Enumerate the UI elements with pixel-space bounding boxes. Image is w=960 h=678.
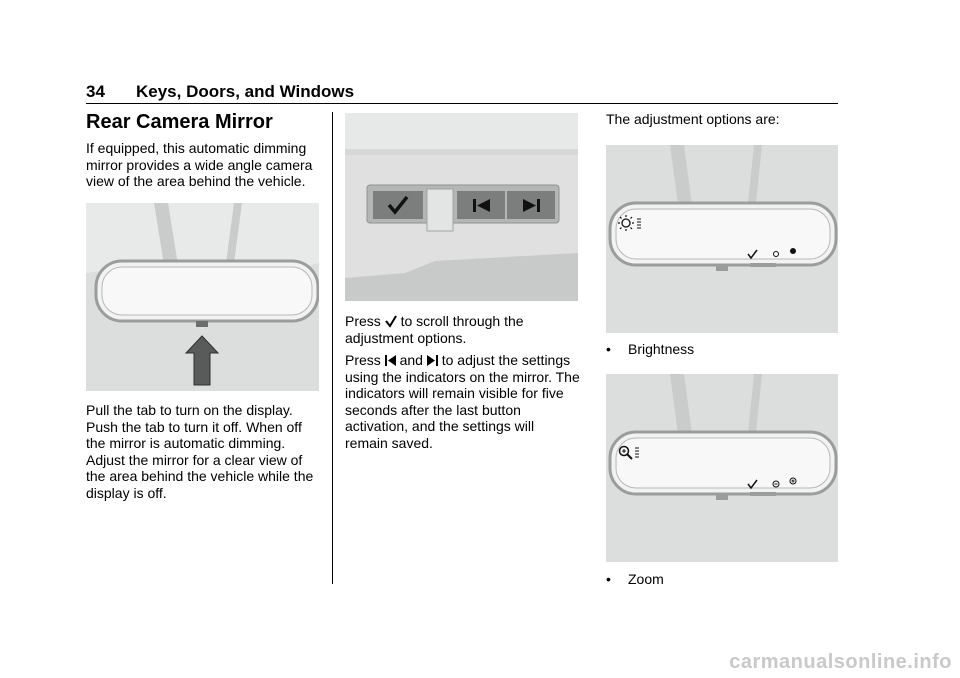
column-divider [332, 112, 333, 584]
brightness-mirror-figure [606, 145, 838, 333]
bullet-label: Zoom [628, 571, 664, 587]
previous-track-icon [384, 355, 396, 366]
bullet-zoom: • Zoom [606, 571, 664, 587]
zoom-mirror-figure [606, 374, 838, 562]
press-adjust-description: to adjust the settings using the indicat… [345, 352, 580, 451]
next-track-icon [426, 355, 438, 366]
press-text: Press [345, 313, 381, 329]
press-text: Press [345, 352, 381, 368]
header-rule [86, 103, 838, 104]
watermark: carmanualsonline.info [729, 651, 952, 673]
press-check-paragraph: Press to scroll through the adjustment o… [345, 313, 580, 346]
section-title: Keys, Doors, and Windows [136, 82, 355, 101]
bullet-marker: • [606, 571, 611, 587]
press-adjust-paragraph: Press and to adjust the settings using t… [345, 352, 580, 451]
page-number: 34 [86, 82, 105, 101]
press-check-description: to scroll through the adjustment options… [345, 313, 524, 346]
checkmark-icon [384, 315, 397, 328]
bullet-label: Brightness [628, 341, 695, 357]
intro-paragraph: If equipped, this automatic dimming mirr… [86, 140, 313, 189]
page-title: Rear Camera Mirror [86, 111, 273, 133]
bullet-marker: • [606, 341, 611, 357]
tab-description: Pull the tab to turn on the display. Pus… [86, 402, 314, 501]
mirror-buttons-figure [345, 113, 578, 301]
and-text: and [399, 352, 423, 368]
bullet-brightness: • Brightness [606, 341, 694, 357]
brightness-icon [618, 215, 641, 231]
mirror-tab-figure [86, 203, 319, 391]
zoom-icon [618, 445, 639, 460]
options-intro: The adjustment options are: [606, 111, 780, 127]
